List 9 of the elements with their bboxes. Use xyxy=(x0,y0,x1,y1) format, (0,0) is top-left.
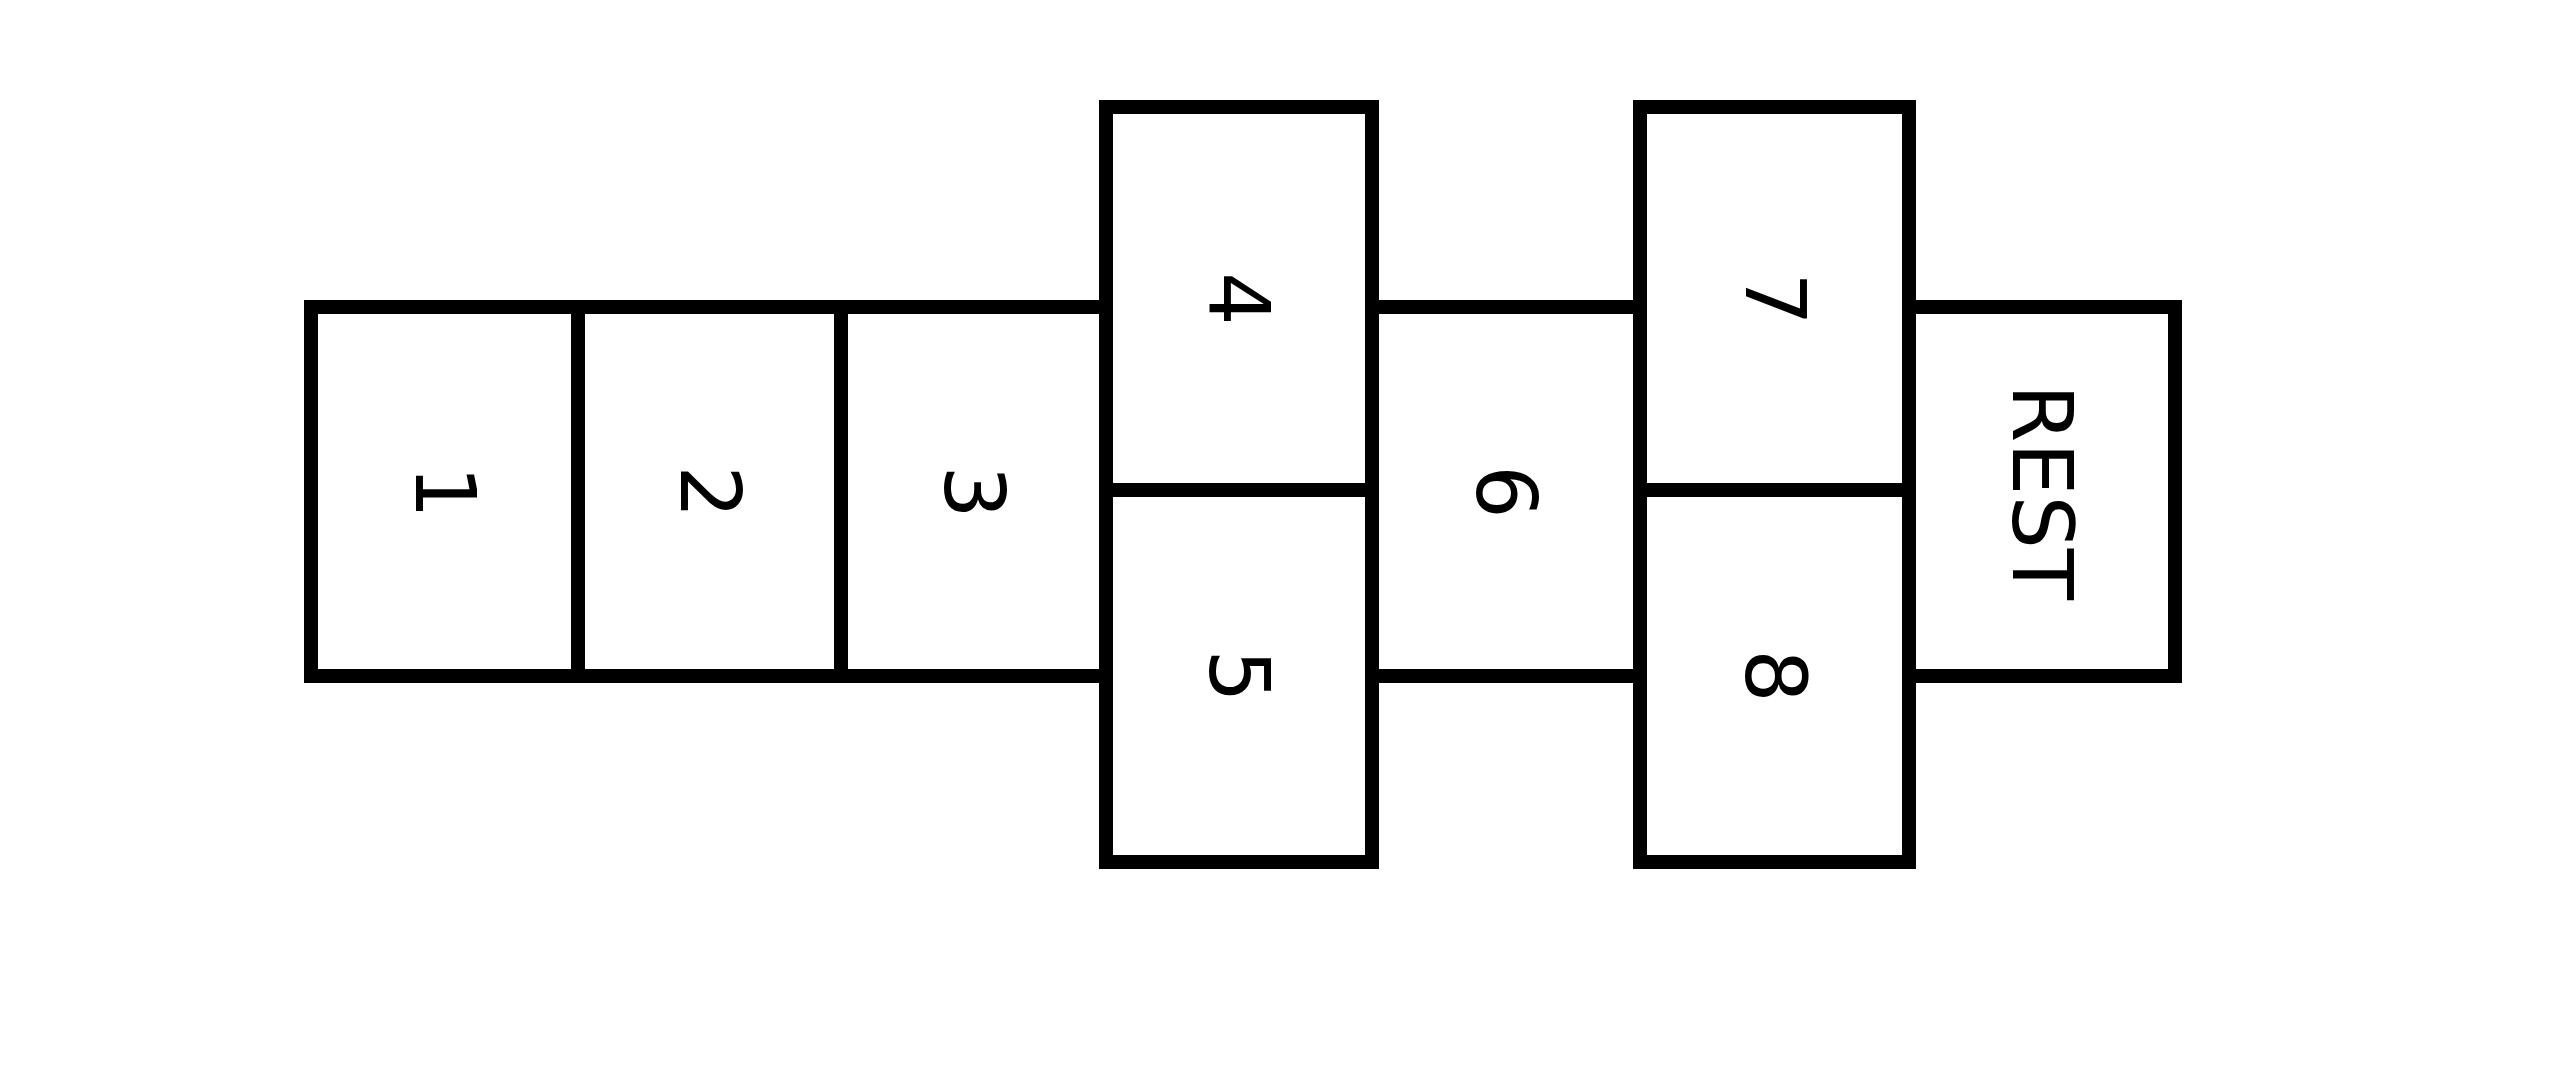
square-label: 3 xyxy=(931,464,1016,519)
square-label: 5 xyxy=(1197,649,1281,703)
square-label: 2 xyxy=(667,464,752,519)
square-label: 7 xyxy=(1732,271,1817,326)
square-label: 1 xyxy=(402,464,487,519)
square-label: 8 xyxy=(1732,649,1817,703)
square-label: 6 xyxy=(1464,464,1548,519)
square-label: REST xyxy=(2000,383,2084,600)
square-label: 4 xyxy=(1197,271,1281,326)
